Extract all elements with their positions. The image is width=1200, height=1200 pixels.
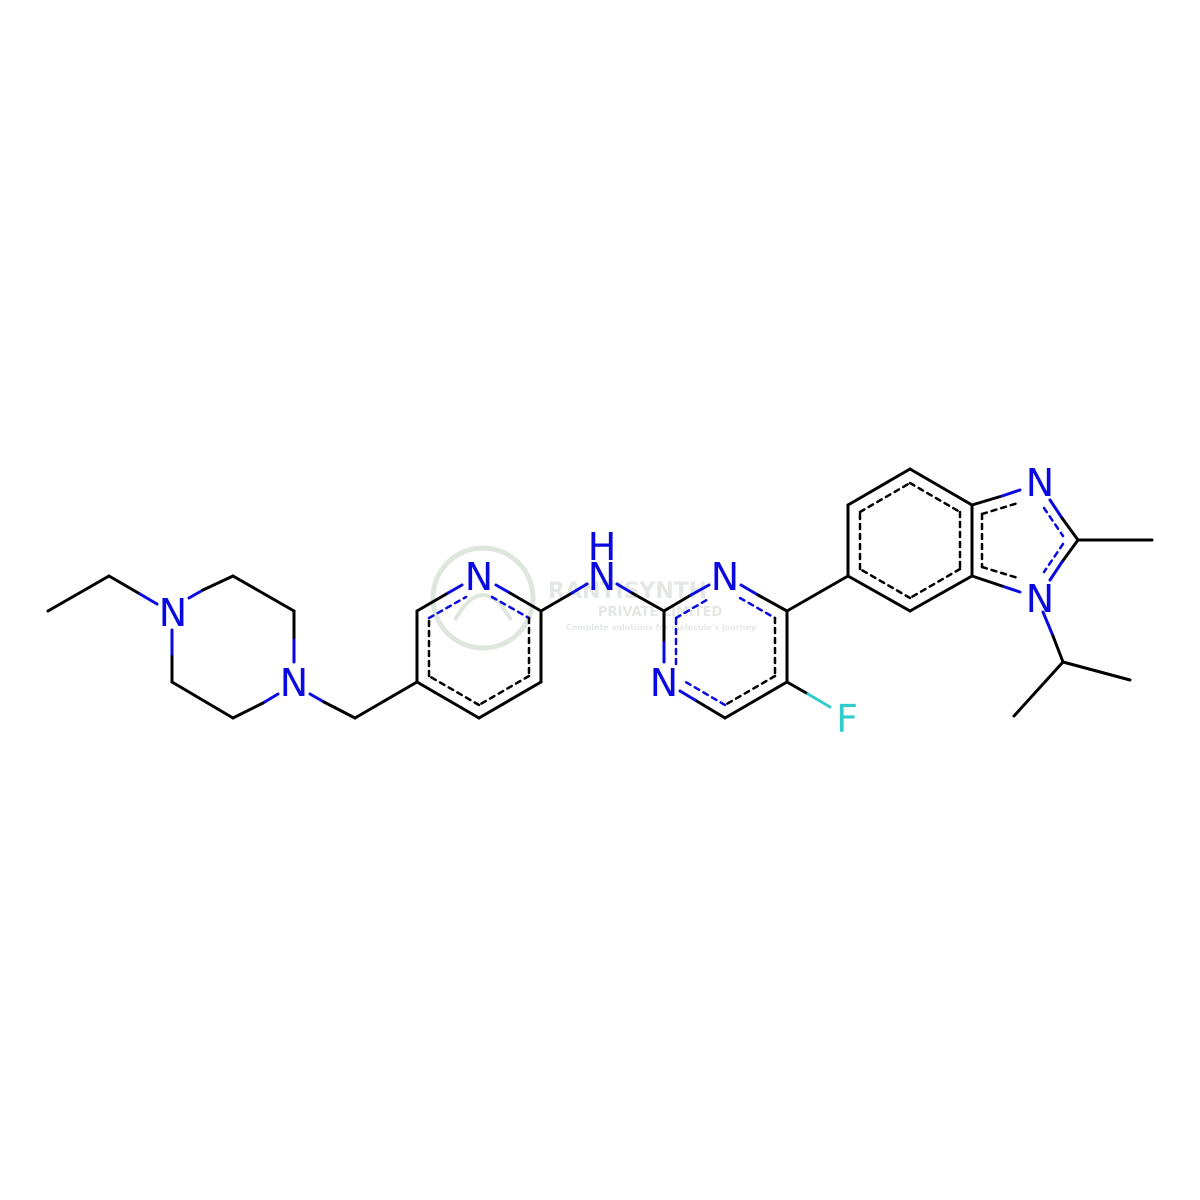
- watermark-logo-arc: [453, 593, 513, 621]
- bond-ch2-1a: [308, 692, 326, 704]
- pyrimidine-aromatic-dashes: [674, 596, 777, 707]
- bond-pm-4: [723, 680, 789, 720]
- bond-py-3a: [494, 583, 512, 595]
- bond-ethyl-1: [46, 574, 111, 613]
- bonds: [46, 467, 1154, 720]
- atom-n-piperazine-2: N: [280, 661, 308, 705]
- atom-n-pyrimidine-1: N: [711, 555, 739, 599]
- bond-ch2-2: [353, 680, 419, 720]
- bond-ethyl-2a: [107, 574, 142, 596]
- bond-ethyl-2b: [138, 592, 159, 606]
- bond-nh-2a: [615, 582, 634, 595]
- atom-n-linker: N: [588, 555, 616, 599]
- bond-bz-5: [908, 574, 974, 613]
- bond-py-2a: [415, 591, 450, 613]
- bond-py-5: [477, 680, 543, 720]
- benzene-aromatic-dashes: [858, 481, 962, 600]
- bond-im-2b: [1060, 516, 1080, 542]
- bond-nh-1a: [539, 591, 574, 613]
- bond-pm-5a: [693, 698, 727, 720]
- atom-labels: N N N H N N N F N N: [159, 461, 1054, 741]
- bond-ipr-2: [1061, 660, 1132, 682]
- bond-pm-2b: [756, 593, 789, 613]
- bond-ipr-1a: [1041, 610, 1055, 638]
- watermark-line2: PRIVATE LIMITED: [598, 605, 723, 620]
- bond-cf-b: [806, 692, 832, 709]
- bond-pip-4a: [261, 692, 280, 705]
- atom-n-imidazole-1: N: [1026, 461, 1054, 505]
- bond-nh-2b: [630, 591, 666, 613]
- bond-ch2-1b: [322, 700, 357, 720]
- bond-im-4a: [1000, 584, 1022, 594]
- atom-fluorine: F: [836, 697, 858, 741]
- bond-im-1b: [1000, 488, 1022, 498]
- pyridine-aromatic-dashes: [427, 595, 531, 707]
- bond-ipr-1b: [1051, 634, 1065, 664]
- bond-bz-6: [846, 574, 912, 613]
- atom-n-pyrimidine-2: N: [650, 661, 678, 705]
- bond-bz-2: [846, 467, 912, 507]
- bond-im-4b: [970, 574, 1004, 588]
- atom-n-piperazine-1: N: [159, 591, 187, 635]
- imidazole-aromatic-dashes: [980, 501, 1065, 580]
- watermark-logo: [430, 545, 536, 651]
- bond-pm-1a: [662, 593, 693, 613]
- bond-im-2a: [1048, 498, 1064, 520]
- bond-cf-a: [785, 680, 810, 696]
- bond-biaryl: [785, 574, 850, 613]
- bond-pip-5: [170, 680, 235, 720]
- bond-im-3b: [1048, 560, 1064, 582]
- bond-py-2b: [446, 583, 464, 595]
- bond-nh-1b: [570, 582, 589, 595]
- watermark-line3: Complete solutions for molecule's journe…: [566, 623, 757, 632]
- bond-im-3a: [1060, 538, 1080, 564]
- bond-pip-1a: [187, 588, 205, 600]
- atom-n-pyridine: N: [465, 555, 493, 599]
- bond-im-1a: [970, 494, 1004, 507]
- bond-pip-4b: [231, 701, 265, 720]
- bond-py-3b: [508, 591, 543, 613]
- bond-pm-5b: [678, 689, 697, 702]
- bond-pip-1b: [201, 574, 235, 592]
- bond-pip-2: [231, 574, 296, 613]
- bond-pm-1b: [689, 583, 711, 597]
- bond-py-6: [415, 680, 481, 720]
- atom-h-linker: H: [588, 525, 617, 569]
- atom-n-imidazole-2: N: [1026, 577, 1054, 621]
- bond-pm-2a: [739, 583, 760, 597]
- bond-ipr-3: [1012, 660, 1065, 718]
- bond-bz-3: [908, 467, 974, 507]
